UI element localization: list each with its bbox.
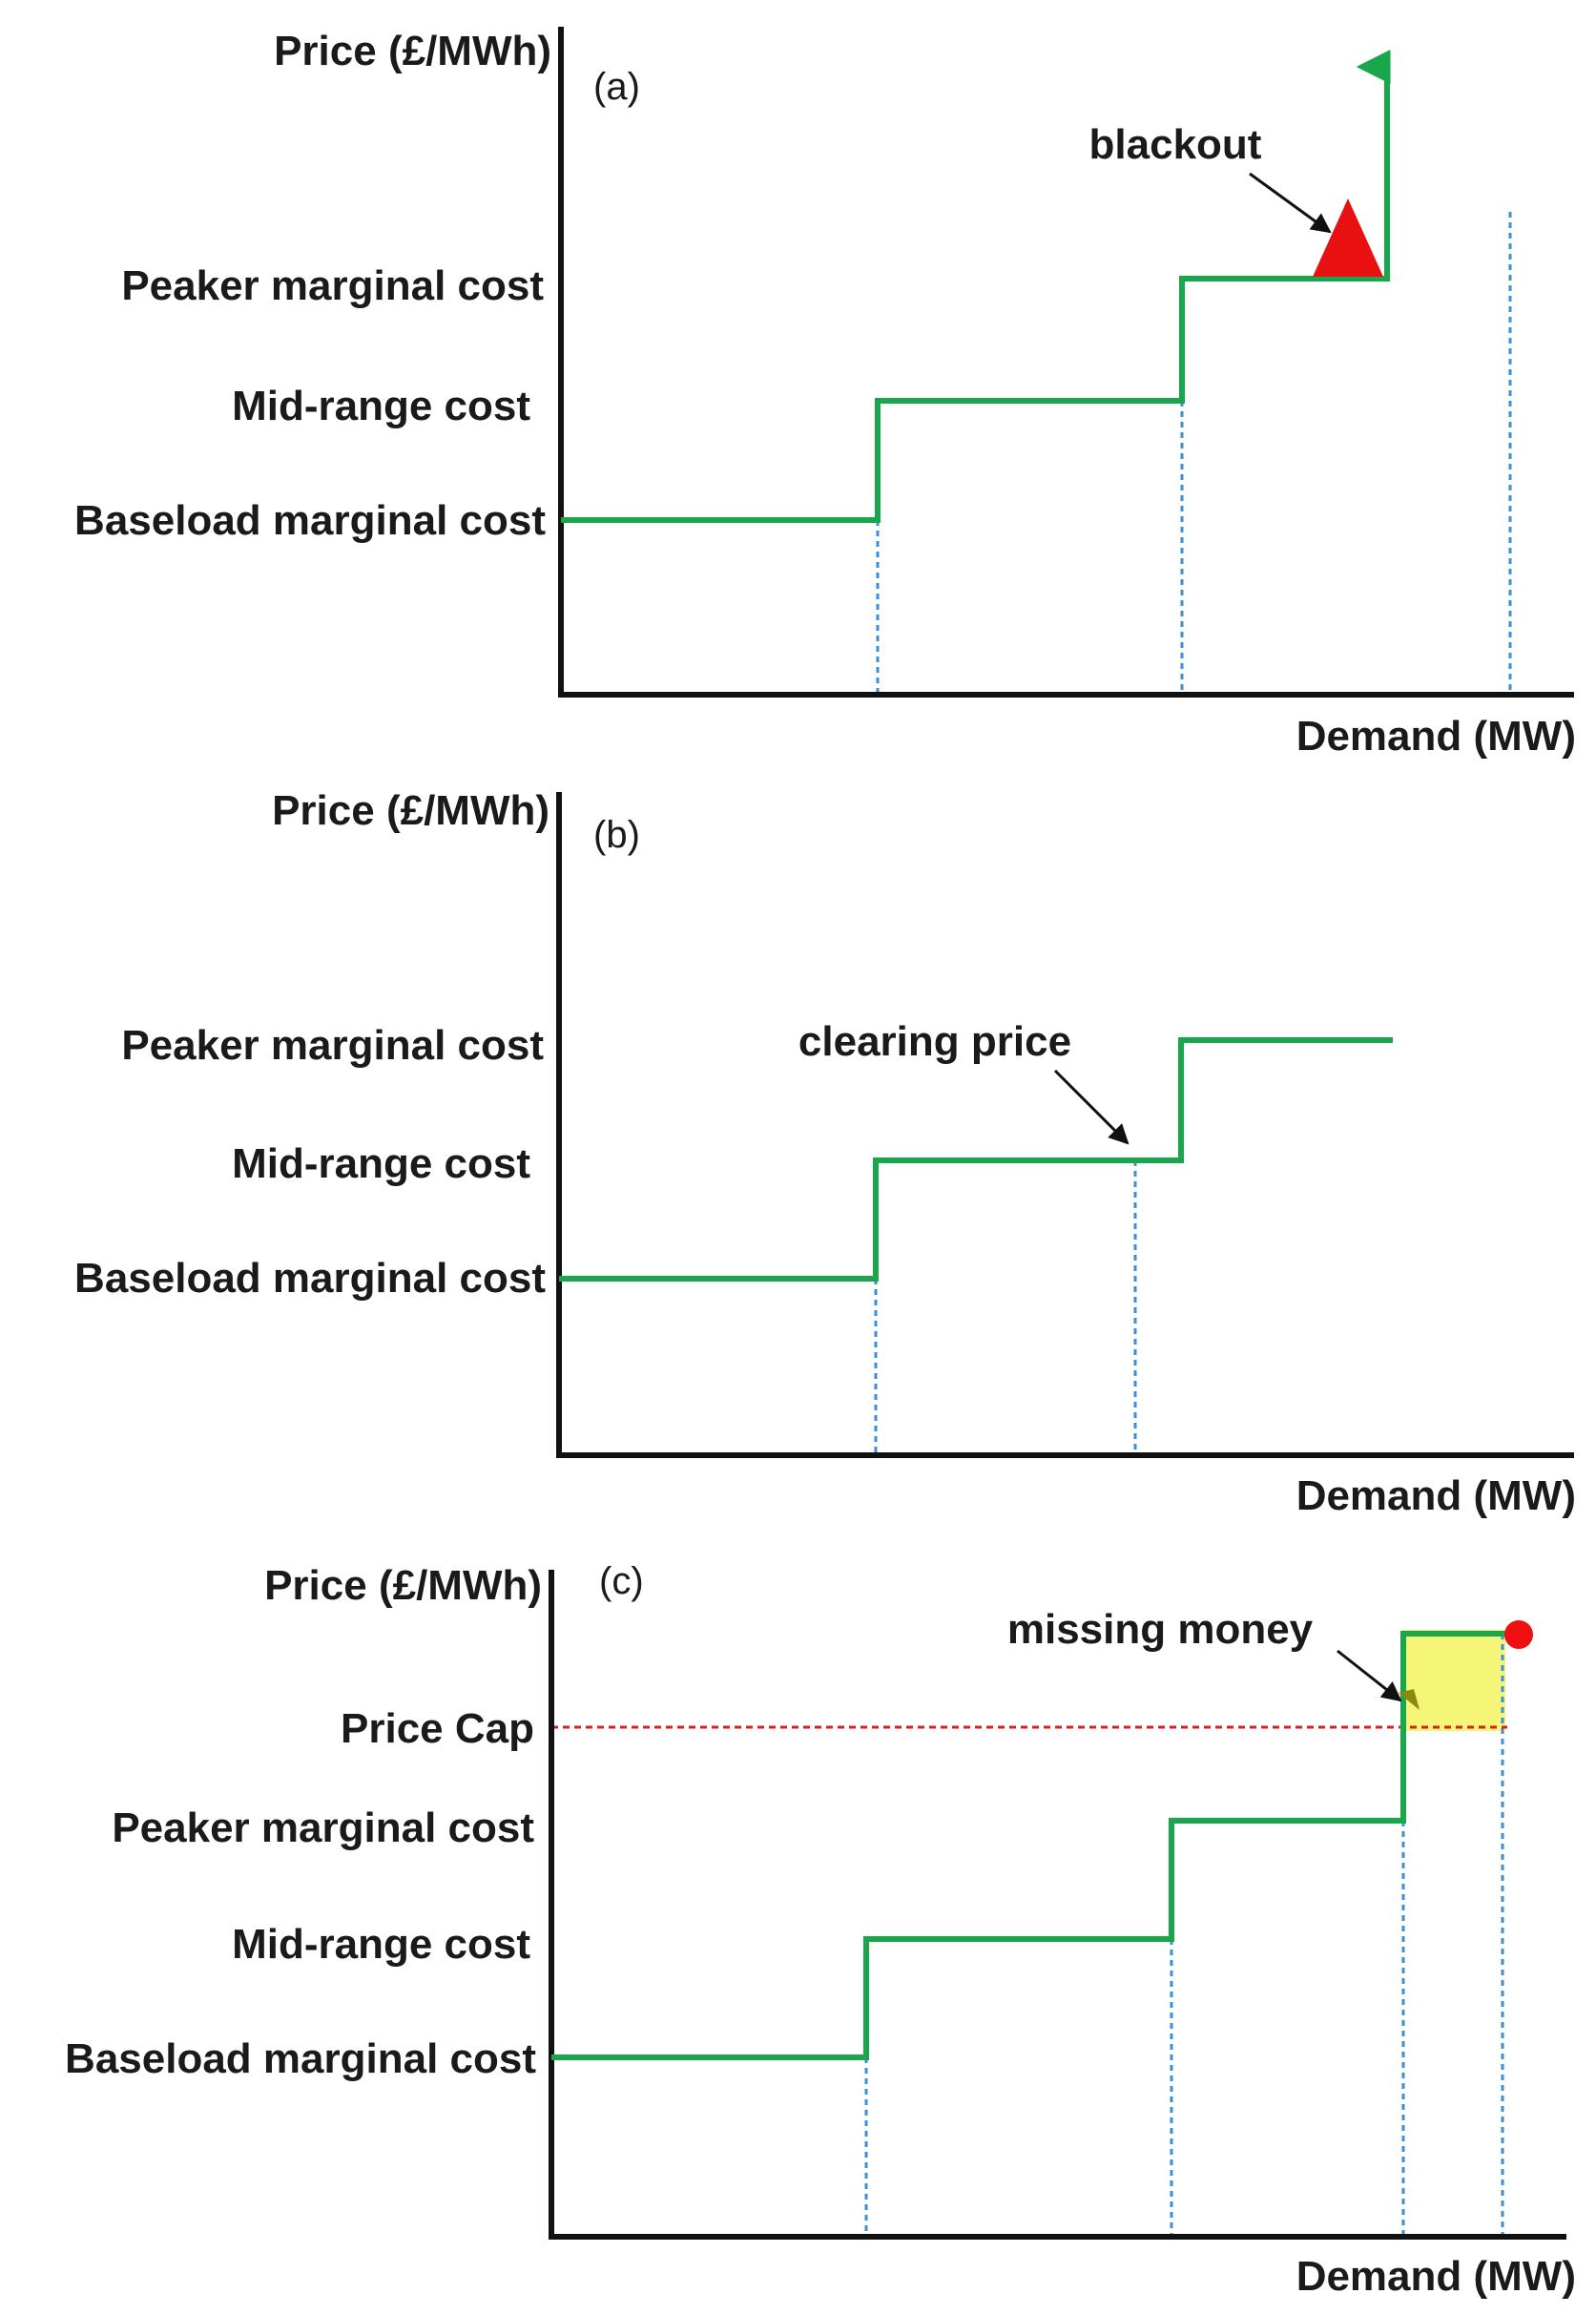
missing-money-label: missing money — [1007, 1606, 1314, 1653]
level-label-baseload: Baseload marginal cost — [65, 2035, 536, 2082]
level-label-baseload: Baseload marginal cost — [74, 497, 546, 544]
clearing-price-label: clearing price — [798, 1018, 1071, 1065]
cap-point — [1504, 1620, 1533, 1649]
panel-a: Price (£/MWh) (a) Peaker marginal cost M… — [74, 27, 1576, 760]
level-label-peaker: Peaker marginal cost — [112, 1804, 534, 1851]
level-label-mid: Mid-range cost — [232, 1921, 530, 1968]
panel-tag: (c) — [599, 1560, 644, 1602]
supply-curve — [551, 1631, 1515, 2060]
y-axis-label: Price (£/MWh) — [272, 787, 549, 834]
panel-c: Price (£/MWh) (c) Price Cap Peaker margi… — [65, 1560, 1576, 2300]
panel-b: Price (£/MWh) (b) Peaker marginal cost M… — [74, 787, 1576, 1519]
level-label-peaker: Peaker marginal cost — [121, 1022, 544, 1069]
level-label-mid: Mid-range cost — [232, 383, 530, 429]
y-axis-label: Price (£/MWh) — [264, 1562, 542, 1609]
missing-money-area — [1402, 1630, 1505, 1731]
level-label-price-cap: Price Cap — [341, 1705, 534, 1752]
panel-tag: (b) — [593, 814, 640, 856]
supply-curve — [561, 50, 1391, 523]
missing-money-arrowhead-fill — [1399, 1689, 1420, 1710]
y-axis-label: Price (£/MWh) — [274, 28, 551, 74]
blackout-label: blackout — [1089, 121, 1262, 168]
x-axis-label: Demand (MW) — [1296, 713, 1576, 760]
level-label-mid: Mid-range cost — [232, 1140, 530, 1187]
blackout-marker — [1313, 198, 1383, 277]
blackout-arrow — [1249, 172, 1332, 234]
x-axis-label: Demand (MW) — [1296, 1472, 1576, 1519]
level-label-peaker: Peaker marginal cost — [121, 262, 544, 309]
missing-money-arrow — [1337, 1649, 1402, 1702]
level-label-baseload: Baseload marginal cost — [74, 1255, 546, 1302]
clearing-price-arrow — [1053, 1069, 1130, 1145]
supply-curve — [559, 1037, 1393, 1282]
panel-tag: (a) — [593, 66, 640, 108]
x-axis-label: Demand (MW) — [1296, 2253, 1576, 2300]
